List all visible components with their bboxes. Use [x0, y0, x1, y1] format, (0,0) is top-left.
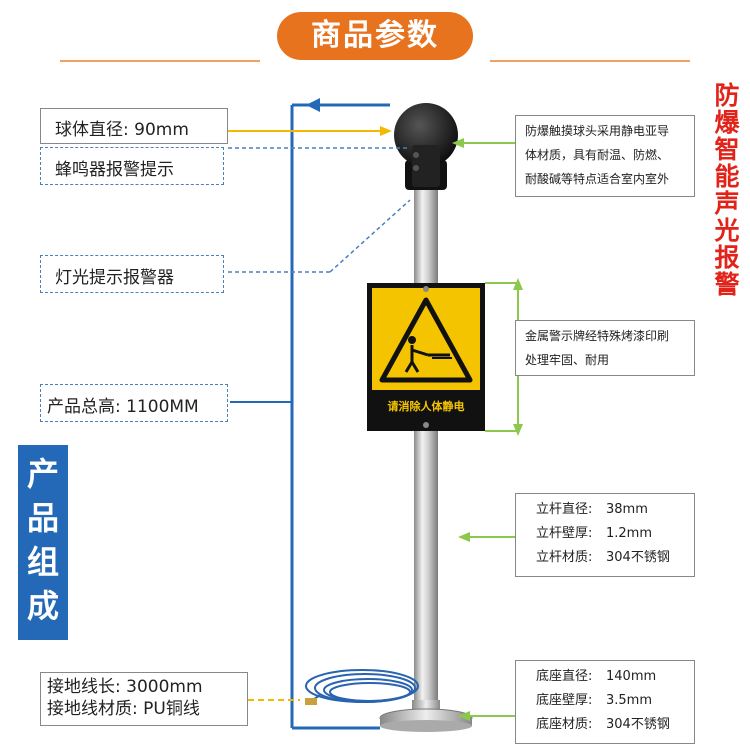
up-down-arrow-icon: [513, 278, 523, 290]
warning-sign: [367, 283, 485, 431]
ground-line-material: 接地线材质: PU铜线: [47, 699, 200, 719]
pole-spec-row: 立杆直径: 38mm: [536, 498, 694, 522]
pole-spec-box: 立杆直径: 38mm 立杆壁厚: 1.2mm 立杆材质: 304不锈钢: [515, 493, 695, 577]
base-spec-value: 304不锈钢: [606, 717, 670, 732]
ground-line-box: 接地线长: 3000mm 接地线材质: PU铜线: [40, 672, 248, 726]
height-indicator: [230, 98, 390, 730]
base-spec-box: 底座直径: 140mm 底座壁厚: 3.5mm 底座材质: 304不锈钢: [515, 660, 695, 744]
pole-spec-key: 立杆材质:: [536, 550, 593, 565]
ball-head: [394, 103, 458, 190]
pole-spec-key: 立杆壁厚:: [536, 526, 593, 541]
pole-spec-key: 立杆直径:: [536, 502, 593, 517]
base-spec-row: 底座材质: 304不锈钢: [536, 713, 694, 737]
base-spec-row: 底座直径: 140mm: [536, 665, 694, 689]
side-title-right-text: 防爆智能声光报警: [714, 81, 740, 299]
ball-desc-line: 耐酸碱等特点适合室内室外: [525, 172, 670, 186]
header-pill: [277, 12, 473, 60]
base-spec-key: 底座壁厚:: [536, 693, 593, 708]
sign-desc-line: 金属警示牌经特殊烤漆印刷: [525, 329, 670, 343]
base: [379, 700, 473, 732]
base-spec-value: 140mm: [606, 669, 657, 684]
arrow-left-icon: [452, 138, 464, 148]
base-spec-value: 3.5mm: [606, 693, 653, 708]
height-label: 产品总高: 1100MM: [47, 397, 199, 417]
pole-spec-value: 304不锈钢: [606, 550, 670, 565]
sign-text: 请消除人体静电: [387, 400, 465, 413]
side-title-left-box: [18, 445, 68, 640]
pole-spec-value: 38mm: [606, 502, 648, 517]
side-title-right: 防爆智能声光报警: [712, 82, 742, 298]
ball-diameter-label: 球体直径: 90mm: [55, 120, 189, 140]
ball-desc-line: 防爆触摸球头采用静电亚导: [525, 124, 670, 138]
ball-desc-line: 体材质，具有耐温、防燃、: [525, 148, 670, 162]
pole-spec-row: 立杆壁厚: 1.2mm: [536, 522, 694, 546]
label-arrows: [228, 126, 411, 701]
ball-diameter-box: 球体直径: 90mm: [40, 108, 228, 144]
ball-desc-box: 防爆触摸球头采用静电亚导 体材质，具有耐温、防燃、 耐酸碱等特点适合室内室外: [515, 115, 695, 197]
ground-cable: [305, 669, 419, 703]
arrow-left-icon: [306, 98, 320, 112]
pole-spec-row: 立杆材质: 304不锈钢: [536, 546, 694, 570]
light-label: 灯光提示报警器: [55, 268, 174, 288]
pole: [414, 185, 438, 705]
buzzer-box: 蜂鸣器报警提示: [40, 147, 224, 185]
base-spec-key: 底座材质:: [536, 717, 593, 732]
height-box: 产品总高: 1100MM: [40, 384, 228, 422]
light-box: 灯光提示报警器: [40, 255, 224, 293]
warning-triangle-icon: [379, 297, 473, 383]
pole-spec-value: 1.2mm: [606, 526, 653, 541]
page-title: 商品参数: [311, 18, 439, 53]
header-divider-left: [60, 60, 260, 62]
sign-desc-line: 处理牢固、耐用: [525, 353, 610, 367]
sign-desc-box: 金属警示牌经特殊烤漆印刷 处理牢固、耐用: [515, 320, 695, 376]
base-spec-key: 底座直径:: [536, 669, 593, 684]
buzzer-label: 蜂鸣器报警提示: [55, 160, 174, 180]
arrow-right-icon: [380, 126, 392, 136]
ground-line-length: 接地线长: 3000mm: [47, 677, 203, 697]
side-title-left: 产品组成: [26, 455, 59, 625]
base-spec-row: 底座壁厚: 3.5mm: [536, 689, 694, 713]
cable-connector: [305, 698, 317, 705]
header-divider-right: [490, 60, 690, 62]
